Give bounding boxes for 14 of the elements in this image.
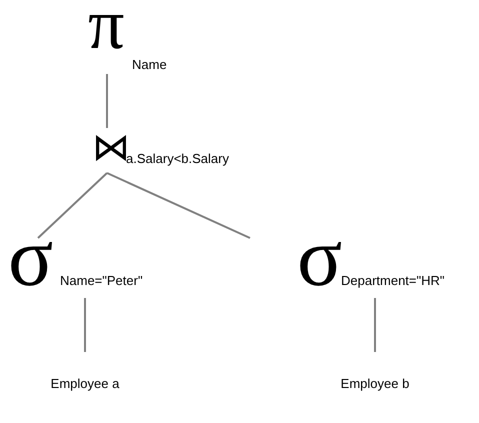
relation-name: Employee b <box>340 376 410 392</box>
tree-edge <box>106 172 250 239</box>
tree-edge <box>374 298 376 352</box>
operator-condition: Name <box>132 58 167 73</box>
operator-condition: a.Salary<b.Salary <box>126 152 229 167</box>
relation-name: Employee a <box>50 376 120 392</box>
operator-condition: Department="HR" <box>341 274 445 289</box>
operator-condition: Name="Peter" <box>60 274 143 289</box>
operator-symbol: σ <box>297 216 342 300</box>
operator-symbol: π <box>88 0 124 60</box>
tree-edge <box>84 298 86 352</box>
tree-edge <box>106 74 108 128</box>
operator-symbol: σ <box>8 216 54 300</box>
tree-edge <box>37 172 108 239</box>
